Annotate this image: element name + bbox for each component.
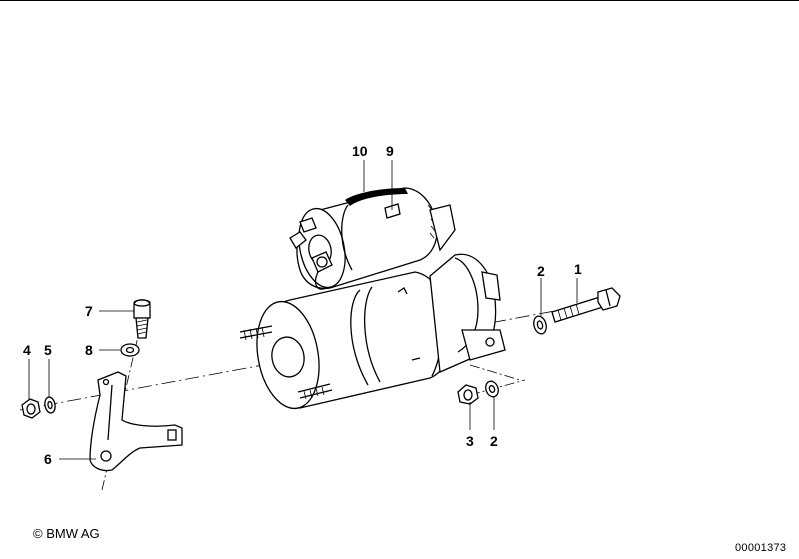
leader-lines <box>28 160 578 460</box>
starter-motor <box>239 253 506 410</box>
callout-7: 7 <box>85 303 93 319</box>
copyright-notice: © BMW AG <box>33 526 100 541</box>
part-washer-left <box>44 396 56 414</box>
part-nut-left <box>21 398 41 419</box>
part-washer-lower <box>485 380 499 398</box>
part-screw <box>133 299 151 339</box>
callout-5: 5 <box>44 342 52 358</box>
solenoid-switch <box>289 187 456 290</box>
callout-3: 3 <box>466 433 474 449</box>
callout-10: 10 <box>352 143 368 159</box>
callout-4: 4 <box>23 342 31 358</box>
callout-1: 1 <box>574 261 582 277</box>
diagram-number: 00001373 <box>735 542 787 554</box>
part-bracket <box>89 371 183 472</box>
part-washer-screw <box>120 343 140 357</box>
callout-6: 6 <box>44 451 52 467</box>
callout-9: 9 <box>386 143 394 159</box>
part-washer-right <box>533 315 547 335</box>
part-bolt <box>551 287 621 323</box>
top-border <box>0 0 799 1</box>
part-nut-lower <box>457 384 479 405</box>
callout-2-right: 2 <box>537 263 545 279</box>
callout-2-lower: 2 <box>490 433 498 449</box>
callout-8: 8 <box>85 342 93 358</box>
